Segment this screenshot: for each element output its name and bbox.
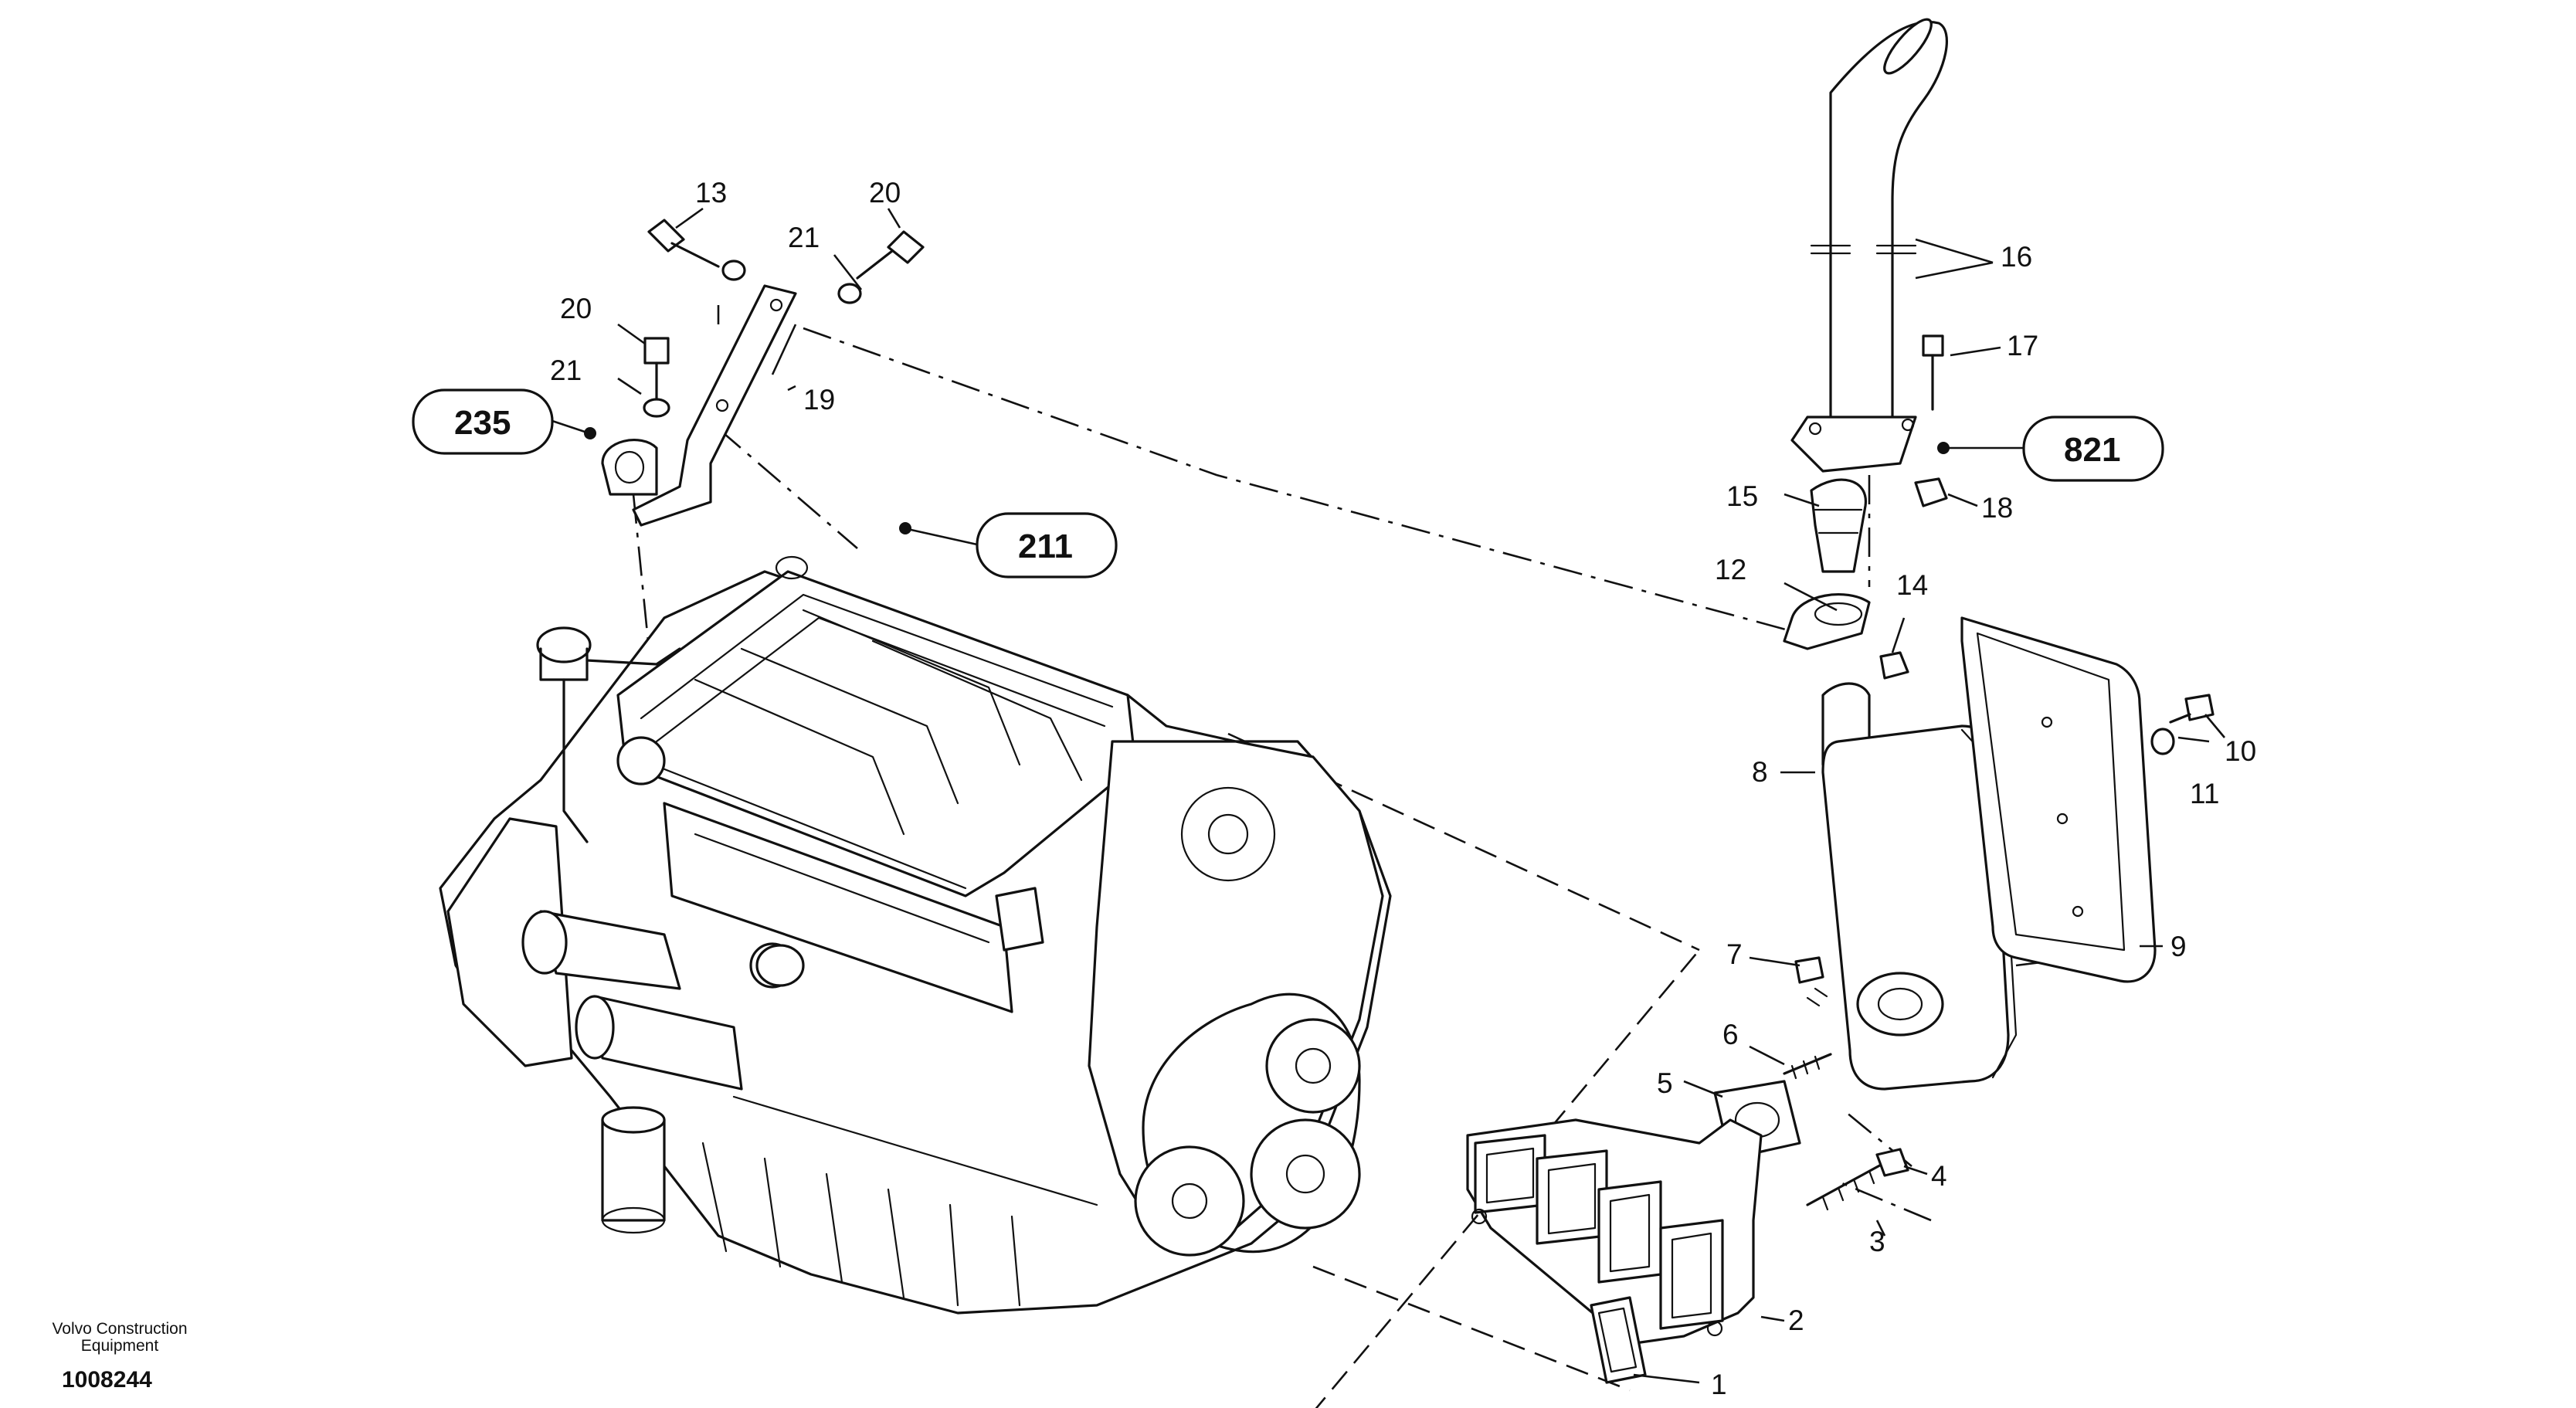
callout-16: 16 [2001,241,2032,273]
leader-lines [617,207,2225,1384]
callout-10: 10 [2225,735,2256,767]
brand-line-2: Equipment [80,1337,159,1355]
brand-line-1: Volvo Construction [52,1320,188,1338]
ref-821-label: 821 [2064,431,2120,469]
callout-5: 5 [1657,1067,1673,1099]
callout-3: 3 [1869,1226,1885,1257]
callout-21-top: 21 [788,222,820,253]
nut-7 [1794,956,1828,1007]
callout-1: 1 [1711,1369,1727,1400]
stud-6 [1783,1053,1832,1080]
document-number: 1008244 [62,1367,152,1393]
stud-3 [1806,1157,1894,1211]
nut-14 [1879,651,1909,680]
ref-211-label: 211 [1018,528,1073,565]
exhaust-manifold-2 [1466,1118,1763,1345]
brand-label: Volvo Construction Equipment [31,1321,209,1355]
callout-7: 7 [1726,938,1743,970]
bracket-19 [601,284,797,527]
callout-19: 19 [803,384,835,416]
fasteners-bracket [643,219,925,418]
clamp-12 [1783,593,1871,650]
heat-shield-9 [1960,616,2157,983]
callout-18: 18 [1981,492,2013,524]
gasket-1 [1590,1296,1647,1384]
callout-8: 8 [1752,756,1768,788]
fasteners-heat-shield [2150,694,2215,755]
reference-callout-821: 821 [1937,416,2164,482]
part-callouts: 1 2 3 4 5 6 7 8 9 10 11 12 13 14 15 16 1… [550,177,2256,1400]
exhaust-pipe-16 [1790,18,1948,473]
callout-13: 13 [695,177,727,209]
callout-15: 15 [1726,480,1758,512]
callout-17: 17 [2007,330,2038,361]
callout-4: 4 [1931,1160,1947,1192]
callout-9: 9 [2170,931,2187,962]
callout-2: 2 [1788,1305,1804,1336]
reference-callout-235: 235 [412,388,596,455]
reference-callout-211: 211 [899,512,1118,578]
nut-4 [1875,1148,1909,1177]
muffler-8 [1821,682,2018,1091]
fasteners-flange [1914,334,1948,507]
callout-12: 12 [1715,554,1746,585]
engine-assembly [439,555,1392,1315]
callout-11: 11 [2190,778,2219,809]
callout-14: 14 [1896,569,1928,601]
callout-6: 6 [1722,1019,1739,1050]
ref-235-label: 235 [454,404,511,442]
callout-21-left: 21 [550,355,582,386]
callout-20-left: 20 [560,293,592,324]
callout-20-top: 20 [869,177,901,209]
hose-15 [1810,478,1867,573]
